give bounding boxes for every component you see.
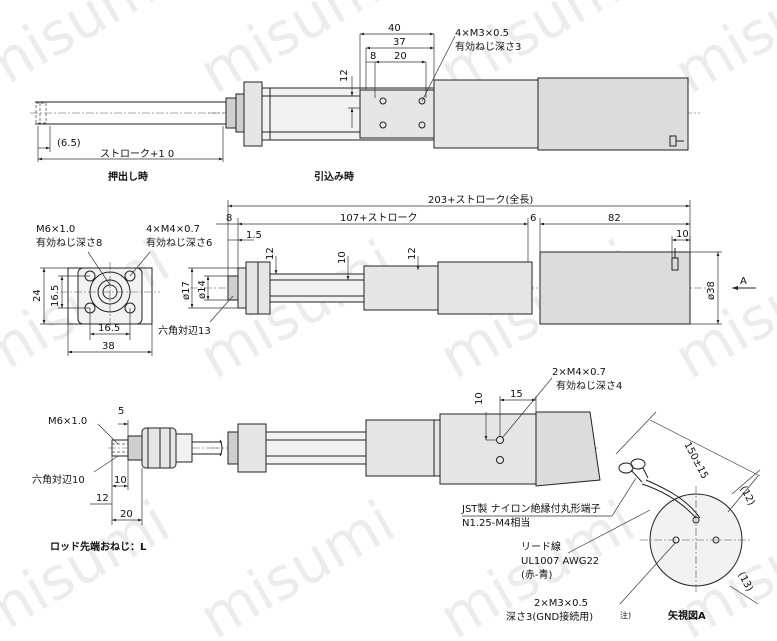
view-a-gnd-1: 2×M3×0.5 [534, 598, 588, 609]
side-dim-82: 82 [608, 213, 621, 224]
side-dim-107: 107+ストローク [340, 212, 417, 224]
rod-end-view: 5 10 12 20 M6×1.0 六角対辺10 ロッド先端おねじ：L [32, 406, 223, 553]
front-thread-m4-depth: 有効ねじ深さ6 [146, 236, 212, 249]
retraction-dim-8: 8 [370, 51, 376, 62]
side-dim-12-b: 12 [407, 247, 418, 260]
side-dim-10-top: 10 [676, 229, 689, 240]
rod-dim-5: 5 [118, 406, 124, 417]
watermark-text: misumi [188, 487, 406, 641]
bottom-thread-spec: 2×M4×0.7 [552, 367, 606, 378]
bottom-dim-10: 10 [474, 392, 485, 405]
rod-dim-12: 12 [96, 493, 109, 504]
offset-dimension: (6.5) [57, 138, 81, 149]
side-arrow-a: A [740, 276, 747, 287]
stroke-dimension: ストローク+1 0 [100, 148, 174, 160]
side-dim-10-mid: 10 [337, 251, 348, 264]
retraction-view: 40 37 8 20 12 4×M3×0.5 有効ねじ深さ3 引込み時 [208, 23, 700, 183]
rod-dim-10: 10 [114, 475, 127, 486]
front-thread-m6: M6×1.0 [36, 224, 75, 235]
front-thread-m6-depth: 有効ねじ深さ8 [36, 236, 102, 249]
side-hex-13: 六角対辺13 [158, 324, 211, 337]
front-dim-24: 24 [32, 289, 43, 302]
side-dim-1-5: 1.5 [246, 230, 262, 241]
retraction-thread-depth: 有効ねじ深さ3 [455, 40, 521, 53]
retraction-dim-20: 20 [394, 51, 407, 62]
side-view: 203+ストローク(全長) 8 107+ストローク 6 82 1.5 10 12… [158, 193, 756, 337]
retraction-dim-37: 37 [393, 37, 406, 48]
rod-dim-20: 20 [120, 509, 133, 520]
bottom-thread-depth: 有効ねじ深さ4 [556, 379, 622, 392]
retraction-dim-40: 40 [388, 23, 401, 34]
side-dim-12-a: 12 [265, 247, 276, 260]
extension-view: (6.5) ストローク+1 0 押出し時 [30, 101, 230, 183]
side-dim-8: 8 [226, 213, 232, 224]
side-dia-17: ø17 [181, 281, 192, 300]
view-a-dim-12: (12) [737, 484, 756, 507]
retraction-thread-spec: 4×M3×0.5 [455, 28, 509, 39]
side-dia-38: ø38 [706, 281, 717, 300]
rod-hex-10: 六角対辺10 [32, 473, 85, 486]
front-dim-38: 38 [102, 341, 115, 352]
retraction-dim-12: 12 [339, 69, 350, 82]
view-a-lead-3: (赤-青) [521, 568, 553, 581]
rod-end-label: ロッド先端おねじ：L [50, 540, 147, 553]
bottom-view: 10 15 2×M4×0.7 有効ねじ深さ4 [212, 367, 622, 487]
view-a-terminal-1: JST製 ナイロン絶縁付丸形端子 [461, 502, 601, 515]
view-a-title: 矢視図A [668, 609, 706, 622]
rod-thread: M6×1.0 [48, 416, 87, 427]
view-a-gnd-note: 注) [620, 610, 631, 620]
front-dim-16-5-v: 16.5 [50, 285, 61, 307]
watermark-text: misumi [0, 487, 181, 641]
view-a-gnd-2: 深さ3(GND接続用) [506, 610, 593, 623]
view-a-lead-1: リード線 [521, 540, 561, 553]
side-dia-14: ø14 [197, 280, 208, 299]
front-thread-m4: 4×M4×0.7 [146, 224, 200, 235]
watermark-text: misumi [0, 0, 181, 107]
view-a-terminal-2: N1.25-M4相当 [462, 516, 530, 529]
front-view: 24 16.5 16.5 38 M6×1.0 有効ねじ深さ8 4×M4×0.7 … [32, 224, 212, 356]
extension-view-label: 押出し時 [108, 170, 148, 183]
retraction-view-label: 引込み時 [314, 170, 354, 183]
side-total-length: 203+ストローク(全長) [428, 193, 533, 206]
side-dim-6: 6 [530, 213, 536, 224]
front-dim-16-5-h: 16.5 [98, 323, 120, 334]
bottom-dim-15: 15 [510, 389, 523, 400]
view-a-lead-2: UL1007 AWG22 [521, 556, 599, 567]
view-a-cable-length: 150±15 [681, 440, 710, 481]
